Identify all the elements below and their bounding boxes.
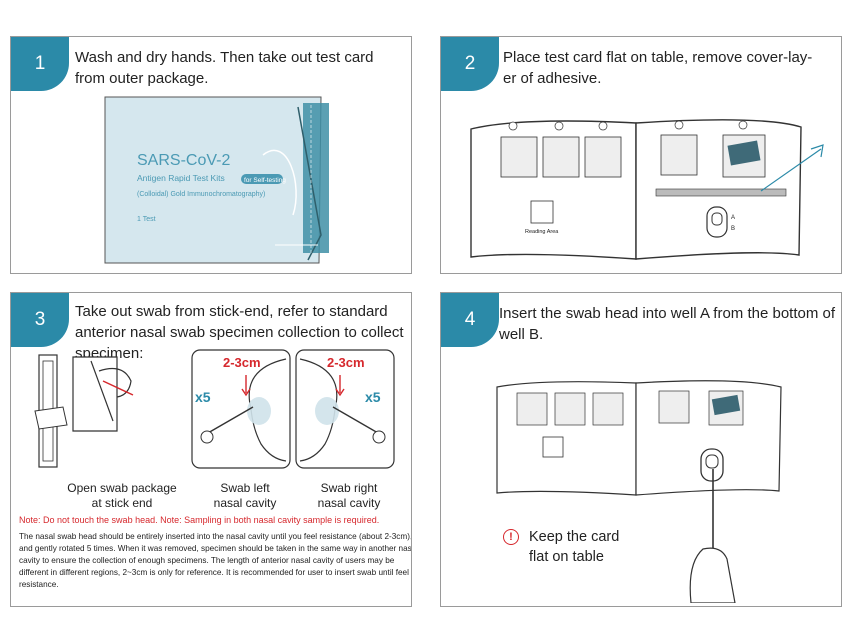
- package-method: (Colloidal) Gold Immunochromatography): [137, 191, 265, 198]
- swab-warning-note: Note: Do not touch the swab head. Note: …: [19, 515, 380, 525]
- left-nasal-swab-illustration: [191, 349, 291, 469]
- insert-swab-illustration: [491, 373, 791, 604]
- step-number-badge: 1: [11, 37, 69, 91]
- step-number-badge: 3: [11, 293, 69, 347]
- test-card-illustration: Reading Area A B: [461, 109, 839, 267]
- step-1-panel: 1 Wash and dry hands. Then take out test…: [10, 36, 412, 274]
- step-3-panel: 3 Take out swab from stick-end, refer to…: [10, 292, 412, 607]
- package-product-name: SARS-CoV-2: [137, 152, 230, 169]
- reading-area-label: Reading Area: [525, 229, 559, 235]
- caption-swab-left: Swab left nasal cavity: [213, 481, 277, 510]
- well-b-label: B: [731, 226, 735, 232]
- step-number-badge: 2: [441, 37, 499, 91]
- swab-instructions: The nasal swab head should be entirely i…: [19, 532, 412, 589]
- caption-swab-right: Swab right nasal cavity: [317, 481, 381, 510]
- step-4-panel: 4 Insert the swab head into well A from …: [440, 292, 842, 607]
- step-2-panel: 2 Place test card flat on table, remove …: [440, 36, 842, 274]
- step-title: Take out swab from stick-end, refer to s…: [75, 303, 404, 362]
- test-kit-package-illustration: SARS-CoV-2 Antigen Rapid Test Kits for S…: [103, 95, 339, 265]
- well-a-label: A: [731, 215, 735, 221]
- package-badge: for Self-testing: [244, 177, 286, 184]
- caption-open-swab: Open swab package at stick end: [67, 481, 177, 510]
- right-nasal-swab-illustration: [295, 349, 395, 469]
- insertion-depth-right: 2-3cm: [327, 355, 365, 370]
- rotation-count-left: x5: [195, 389, 211, 405]
- insertion-depth-left: 2-3cm: [223, 355, 261, 370]
- step-number-badge: 4: [441, 293, 499, 347]
- step-title: Place test card flat on table, remove co…: [503, 49, 813, 87]
- swab-package-illustration: [33, 351, 143, 471]
- exclamation-circle-icon: !: [503, 529, 519, 545]
- step-title: Wash and dry hands. Then take out test c…: [75, 49, 374, 87]
- warning-text: Keep the card flat on table: [529, 529, 620, 565]
- package-subtitle: Antigen Rapid Test Kits: [137, 173, 225, 183]
- package-count: 1 Test: [137, 216, 156, 223]
- step-title: Insert the swab head into well A from th…: [499, 305, 836, 343]
- rotation-count-right: x5: [365, 389, 381, 405]
